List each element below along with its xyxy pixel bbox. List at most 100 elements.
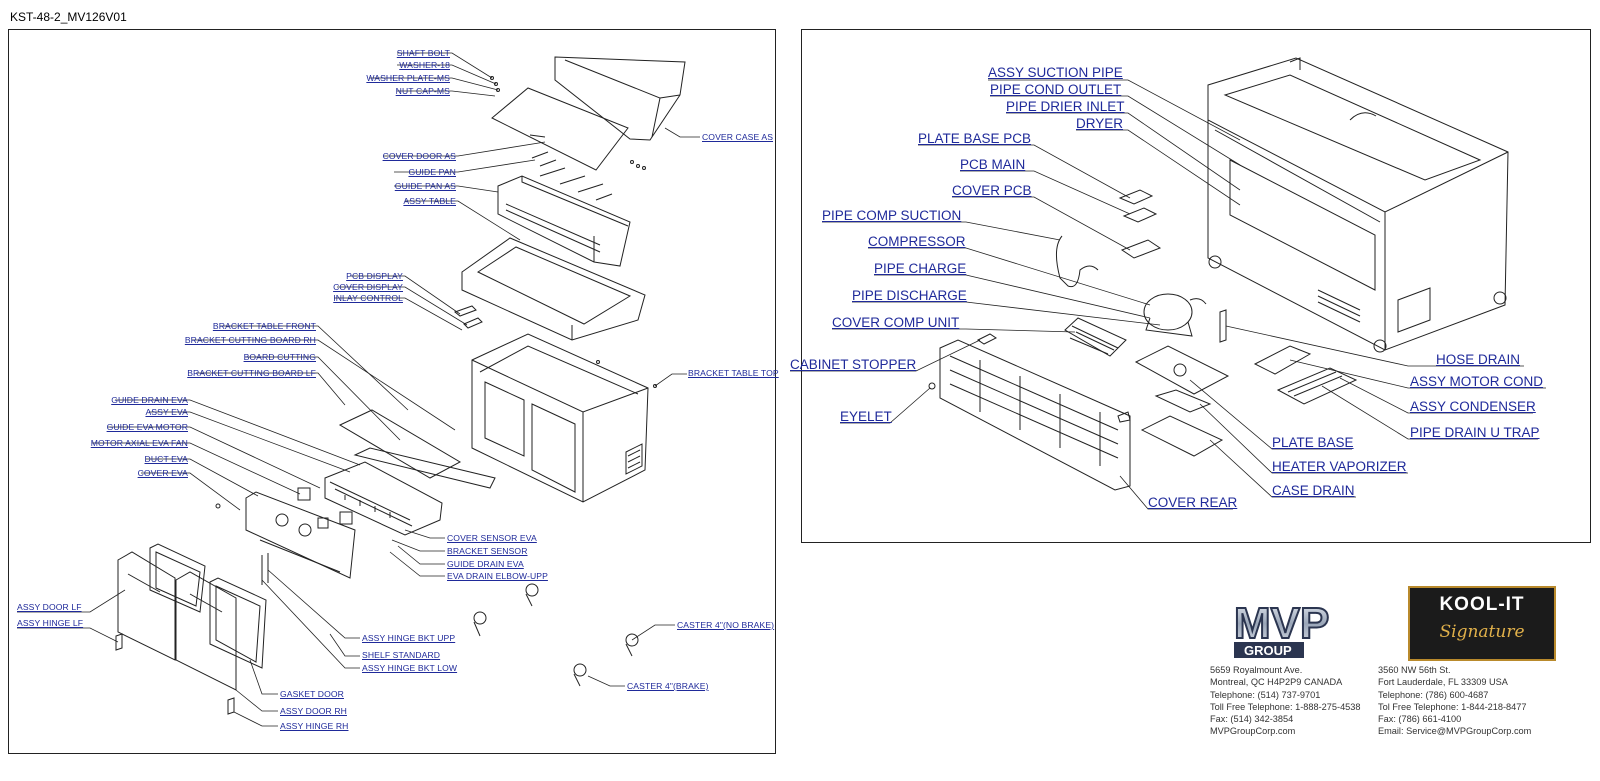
label-cabinet-stopper[interactable]: CABINET STOPPER — [790, 357, 917, 372]
label-pipe-charge[interactable]: PIPE CHARGE — [874, 261, 967, 276]
address-canada-line: Fax: (514) 342-3854 — [1210, 714, 1294, 725]
label-dryer[interactable]: DRYER — [1076, 116, 1124, 131]
assy-motor-cond-part — [1253, 345, 1312, 375]
right-leader-lines — [790, 79, 1546, 510]
mvp-logo-text: MVP — [1234, 599, 1329, 648]
pcb-display-parts — [453, 305, 483, 329]
label-assy-hinge-bkt-low[interactable]: ASSY HINGE BKT LOW — [362, 663, 458, 673]
label-compressor[interactable]: COMPRESSOR — [868, 234, 966, 249]
label-assy-eva[interactable]: ASSY EVA — [145, 407, 188, 417]
board-cutting-part — [338, 409, 462, 479]
label-assy-table[interactable]: ASSY TABLE — [403, 196, 456, 206]
label-hose-drain[interactable]: HOSE DRAIN — [1436, 352, 1521, 367]
label-guide-drain-eva-2[interactable]: GUIDE DRAIN EVA — [447, 559, 524, 569]
label-bracket-cutting-board-lf[interactable]: BRACKET CUTTING BOARD LF — [187, 368, 316, 378]
document-title: KST-48-2_MV126V01 — [10, 10, 127, 24]
label-nut-cap-ms[interactable]: NUT CAP-MS — [395, 86, 450, 96]
label-pipe-drier-inlet[interactable]: PIPE DRIER INLET — [1006, 99, 1125, 114]
website-link[interactable]: MVPGroupCorp.com — [1210, 726, 1296, 737]
assy-hinge-rh-part — [227, 697, 235, 715]
address-usa-line: Fax: (786) 661-4100 — [1378, 714, 1462, 725]
kool-it-logo-title: KOOL-IT — [1439, 594, 1525, 615]
mvp-group-logo: MVP GROUP — [1230, 598, 1390, 666]
label-plate-base[interactable]: PLATE BASE — [1272, 435, 1354, 450]
label-case-drain[interactable]: CASE DRAIN — [1272, 483, 1355, 498]
label-bracket-table-front[interactable]: BRACKET TABLE FRONT — [212, 321, 316, 331]
address-canada: 5659 Royalmount Ave. Montreal, QC H4P2P9… — [1210, 664, 1361, 738]
motor-axial-eva-fan-part — [297, 487, 353, 529]
label-washer-18[interactable]: WASHER-18 — [399, 60, 450, 70]
label-pipe-comp-suction[interactable]: PIPE COMP SUCTION — [822, 208, 962, 223]
label-inlay-control[interactable]: INLAY CONTROL — [333, 293, 403, 303]
label-pipe-cond-outlet[interactable]: PIPE COND OUTLET — [990, 82, 1122, 97]
label-guide-eva-motor[interactable]: GUIDE EVA MOTOR — [106, 422, 188, 432]
hose-drain-part — [1219, 309, 1227, 343]
address-usa-line: Telephone: (786) 600-4687 — [1378, 689, 1489, 700]
label-eyelet[interactable]: EYELET — [840, 409, 892, 424]
case-drain-part — [1140, 415, 1224, 457]
compressor-part — [1143, 293, 1207, 337]
label-assy-hinge-bkt-upp[interactable]: ASSY HINGE BKT UPP — [362, 633, 456, 643]
assy-eva-part — [324, 461, 443, 536]
label-cover-display[interactable]: COVER DISPLAY — [333, 282, 403, 292]
cover-case-part — [554, 56, 686, 141]
label-cover-sensor-eva[interactable]: COVER SENSOR EVA — [447, 533, 537, 543]
label-cover-case-as[interactable]: COVER CASE AS — [702, 132, 774, 142]
label-assy-hinge-rh[interactable]: ASSY HINGE RH — [280, 721, 349, 731]
right-exploded-view-panel — [801, 29, 1591, 543]
left-leader-lines — [17, 52, 700, 727]
label-assy-hinge-lf[interactable]: ASSY HINGE LF — [17, 618, 84, 628]
cover-comp-unit-part — [1064, 317, 1127, 357]
pcb-parts — [1118, 189, 1162, 259]
label-board-cutting[interactable]: BOARD CUTTING — [243, 352, 316, 362]
address-usa-line: Fort Lauderdale, FL 33309 USA — [1378, 677, 1508, 688]
label-guide-drain-eva[interactable]: GUIDE DRAIN EVA — [111, 395, 188, 405]
table-frame-part — [461, 237, 646, 341]
label-shelf-standard[interactable]: SHELF STANDARD — [362, 650, 441, 660]
label-cover-pcb[interactable]: COVER PCB — [952, 183, 1032, 198]
label-gasket-door[interactable]: GASKET DOOR — [280, 689, 344, 699]
label-cover-eva[interactable]: COVER EVA — [137, 468, 188, 478]
label-duct-eva[interactable]: DUCT EVA — [144, 454, 188, 464]
label-pcb-display[interactable]: PCB DISPLAY — [346, 271, 403, 281]
label-motor-axial-eva-fan[interactable]: MOTOR AXIAL EVA FAN — [90, 438, 188, 448]
label-bracket-table-top[interactable]: BRACKET TABLE TOP — [688, 368, 779, 378]
label-heater-vaporizer[interactable]: HEATER VAPORIZER — [1272, 459, 1407, 474]
label-eva-drain-elbow-upp[interactable]: EVA DRAIN ELBOW-UPP — [447, 571, 548, 581]
label-assy-door-rh[interactable]: ASSY DOOR RH — [280, 706, 347, 716]
label-shaft-bolt[interactable]: SHAFT BOLT — [396, 48, 450, 58]
label-bracket-sensor[interactable]: BRACKET SENSOR — [447, 546, 528, 556]
mvp-logo-group-text: GROUP — [1244, 643, 1292, 658]
plate-base-part — [1134, 345, 1230, 395]
label-cover-comp-unit[interactable]: COVER COMP UNIT — [832, 315, 960, 330]
label-guide-pan[interactable]: GUIDE PAN — [408, 167, 456, 177]
label-cover-door-as[interactable]: COVER DOOR AS — [382, 151, 456, 161]
label-pipe-drain-u-trap[interactable]: PIPE DRAIN U TRAP — [1410, 425, 1540, 440]
gasket-door-left-part — [149, 543, 206, 613]
label-assy-door-lf[interactable]: ASSY DOOR LF — [17, 602, 82, 612]
pipe-comp-suction-part — [1056, 235, 1099, 288]
cover-door-part — [491, 87, 629, 171]
assy-door-rh-part — [175, 571, 237, 691]
label-cover-rear[interactable]: COVER REAR — [1148, 495, 1238, 510]
guide-pan-parts — [531, 151, 613, 201]
label-assy-suction-pipe[interactable]: ASSY SUCTION PIPE — [988, 65, 1123, 80]
label-pipe-discharge[interactable]: PIPE DISCHARGE — [852, 288, 967, 303]
label-bracket-cutting-board-rh[interactable]: BRACKET CUTTING BOARD RH — [184, 335, 316, 345]
cover-eva-part — [245, 491, 356, 579]
label-pcb-main[interactable]: PCB MAIN — [960, 157, 1026, 172]
heater-vaporizer-part — [1154, 389, 1212, 413]
label-caster-brake[interactable]: CASTER 4"(BRAKE) — [627, 681, 709, 691]
cabinet-body-part — [471, 333, 649, 503]
label-plate-base-pcb[interactable]: PLATE BASE PCB — [918, 131, 1032, 146]
label-guide-pan-as[interactable]: GUIDE PAN AS — [394, 181, 456, 191]
assy-hinge-lf-part — [115, 633, 123, 651]
email-link[interactable]: Email: Service@MVPGroupCorp.com — [1378, 726, 1532, 737]
cabinet-stopper-part — [977, 333, 997, 345]
label-washer-plate-ms[interactable]: WASHER PLATE-MS — [366, 73, 450, 83]
kool-it-logo-signature: Signature — [1439, 622, 1525, 642]
label-caster-no-brake[interactable]: CASTER 4"(NO BRAKE) — [677, 620, 775, 630]
label-assy-condenser[interactable]: ASSY CONDENSER — [1410, 399, 1536, 414]
label-assy-motor-cond[interactable]: ASSY MOTOR COND — [1410, 374, 1544, 389]
